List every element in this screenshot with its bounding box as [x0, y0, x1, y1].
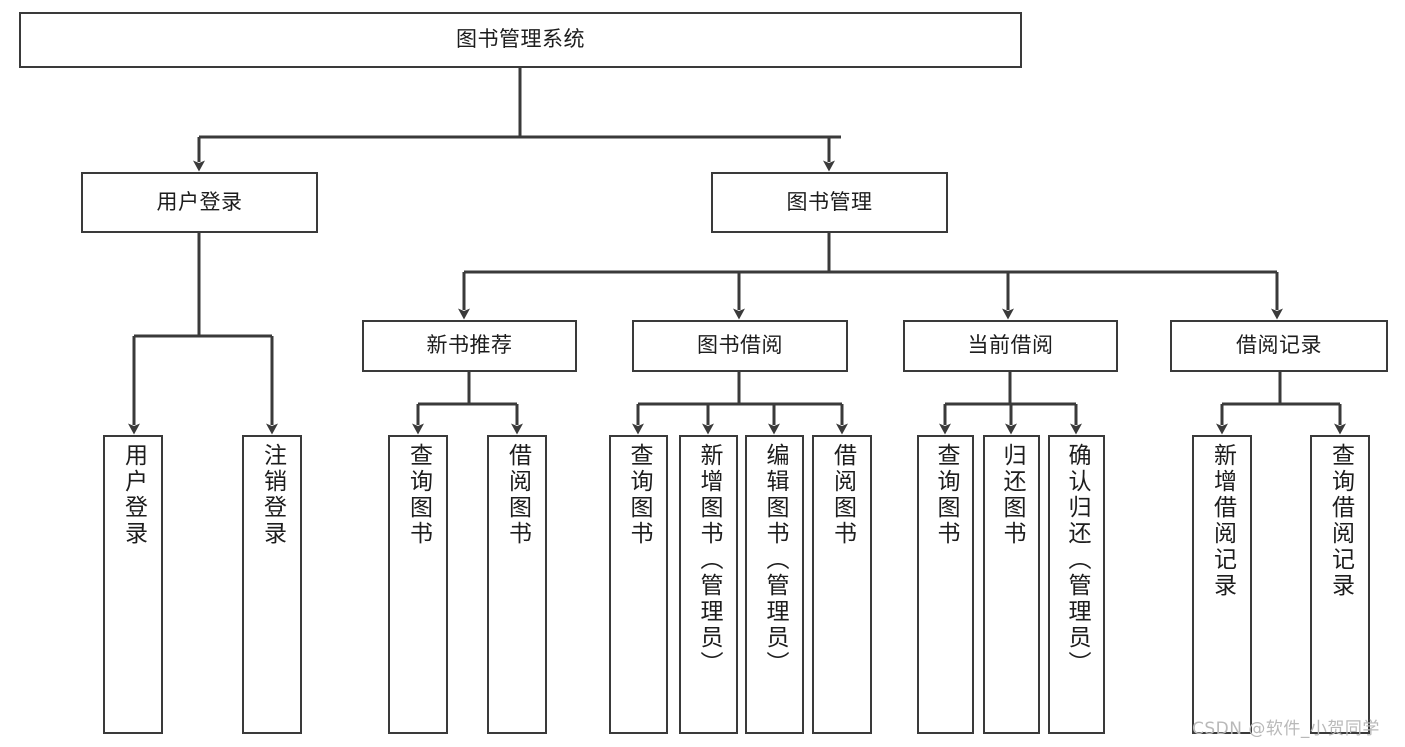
node-current-borrow[interactable]: 当前借阅: [903, 320, 1118, 372]
leaf-recommend-query-book[interactable]: 查询图书: [388, 435, 448, 734]
leaf-record-add-label: 新增借阅记录: [1209, 443, 1236, 599]
leaf-borrow-query-book[interactable]: 查询图书: [609, 435, 668, 734]
node-borrow-record[interactable]: 借阅记录: [1170, 320, 1388, 372]
node-root-label: 图书管理系统: [456, 27, 585, 52]
node-book-management[interactable]: 图书管理: [711, 172, 948, 233]
leaf-current-query-book[interactable]: 查询图书: [917, 435, 974, 734]
leaf-current-query-book-label: 查询图书: [933, 443, 959, 547]
node-book-management-label: 图书管理: [786, 189, 873, 214]
leaf-recommend-borrow-book[interactable]: 借阅图书: [487, 435, 547, 734]
leaf-borrow-edit-book-label: 编辑图书（管理员）: [762, 443, 788, 677]
node-root[interactable]: 图书管理系统: [19, 12, 1022, 68]
leaf-borrow-add-book-label: 新增图书（管理员）: [696, 443, 722, 677]
leaf-borrow-borrow-book[interactable]: 借阅图书: [812, 435, 872, 734]
node-borrow-record-label: 借阅记录: [1236, 333, 1322, 358]
borrow-record-connectors: [1216, 372, 1346, 435]
leaf-user-login[interactable]: 用户登录: [103, 435, 163, 734]
node-new-book-recommend-label: 新书推荐: [426, 333, 513, 358]
node-user-login-label: 用户登录: [156, 189, 243, 214]
leaf-record-query-label: 查询借阅记录: [1327, 443, 1354, 599]
leaf-record-add[interactable]: 新增借阅记录: [1192, 435, 1252, 734]
leaf-borrow-edit-book[interactable]: 编辑图书（管理员）: [745, 435, 804, 734]
node-user-login[interactable]: 用户登录: [81, 172, 318, 233]
leaf-user-logout-label: 注销登录: [259, 443, 286, 547]
leaf-borrow-query-book-label: 查询图书: [626, 443, 652, 547]
book-management-connectors: [458, 233, 1283, 320]
node-book-borrow-label: 图书借阅: [697, 333, 783, 358]
leaf-recommend-borrow-book-label: 借阅图书: [504, 443, 531, 547]
node-book-borrow[interactable]: 图书借阅: [632, 320, 848, 372]
leaf-user-logout[interactable]: 注销登录: [242, 435, 302, 734]
leaf-user-login-label: 用户登录: [120, 443, 147, 547]
new-book-recommend-connectors: [412, 372, 523, 435]
leaf-record-query[interactable]: 查询借阅记录: [1310, 435, 1370, 734]
node-current-borrow-label: 当前借阅: [967, 333, 1054, 358]
user-login-connectors: [128, 233, 278, 435]
node-new-book-recommend[interactable]: 新书推荐: [362, 320, 577, 372]
book-borrow-connectors: [632, 372, 848, 435]
watermark: CSDN @软件_小贺同学: [1192, 719, 1380, 739]
leaf-current-return-book[interactable]: 归还图书: [983, 435, 1040, 734]
leaf-recommend-query-book-label: 查询图书: [405, 443, 432, 547]
leaf-borrow-borrow-book-label: 借阅图书: [829, 443, 856, 547]
root-to-level2-connectors: [193, 68, 841, 172]
current-borrow-connectors: [939, 372, 1082, 435]
leaf-current-confirm-return-label: 确认归还（管理员）: [1064, 443, 1090, 677]
leaf-borrow-add-book[interactable]: 新增图书（管理员）: [679, 435, 738, 734]
leaf-current-return-book-label: 归还图书: [999, 443, 1025, 547]
leaf-current-confirm-return[interactable]: 确认归还（管理员）: [1048, 435, 1105, 734]
